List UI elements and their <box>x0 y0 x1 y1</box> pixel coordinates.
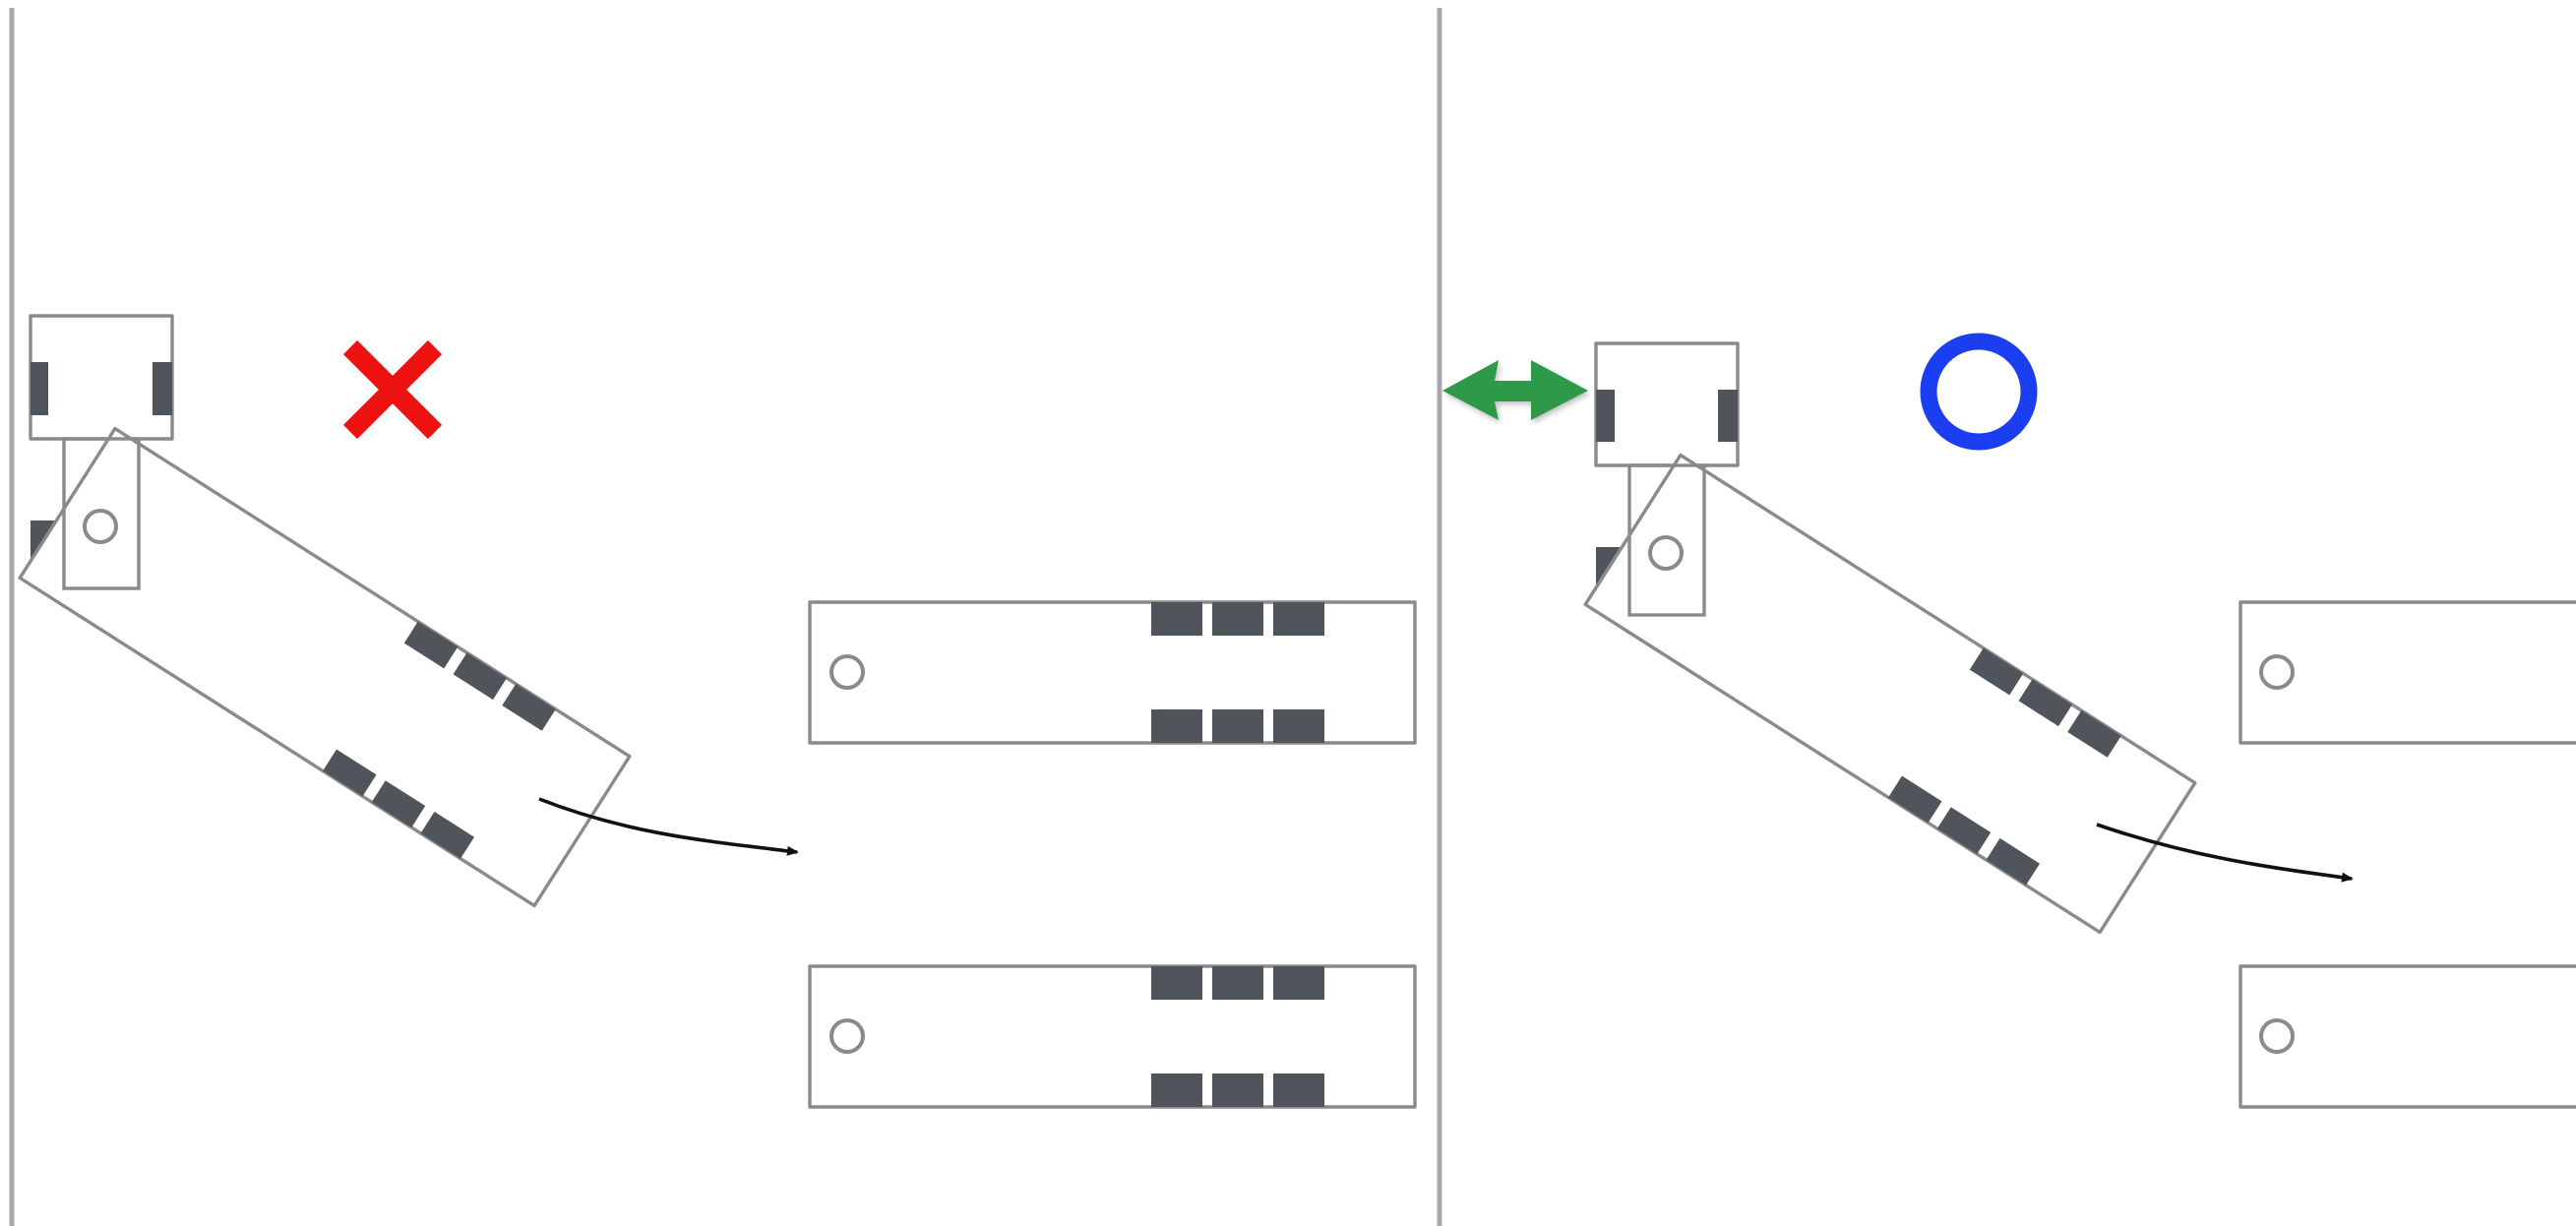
curved-arrow-icon <box>2096 823 2354 883</box>
right-truck-cab <box>1594 341 1740 467</box>
blue-circle-icon <box>1920 333 2038 451</box>
right-panel <box>1442 333 2576 1109</box>
right-trailer <box>1583 453 2197 935</box>
left-trailer <box>18 426 632 908</box>
curved-arrow-icon <box>538 797 799 856</box>
cab-wheel <box>1596 390 1615 442</box>
right-parked-trailer-top <box>2239 600 2576 745</box>
left-truck-cab <box>29 314 174 441</box>
trailer-wheel-set <box>323 621 556 859</box>
double-headed-arrow-icon <box>1442 360 1588 420</box>
cab-wheel <box>31 362 48 415</box>
trailer-wheel-set <box>1888 647 2121 886</box>
left-parked-trailer-bottom <box>808 964 1417 1109</box>
red-x-icon <box>342 339 443 440</box>
kingpin-circle <box>1648 535 1684 571</box>
cab-wheel <box>1718 390 1738 442</box>
tractor-frame <box>62 437 141 590</box>
tractor-frame <box>1627 463 1706 617</box>
right-parked-trailer-bottom <box>2239 964 2576 1109</box>
left-parked-trailer-top <box>808 600 1417 745</box>
kingpin-circle <box>83 509 118 544</box>
cab-wheel <box>153 362 172 415</box>
left-panel <box>18 314 1417 1109</box>
